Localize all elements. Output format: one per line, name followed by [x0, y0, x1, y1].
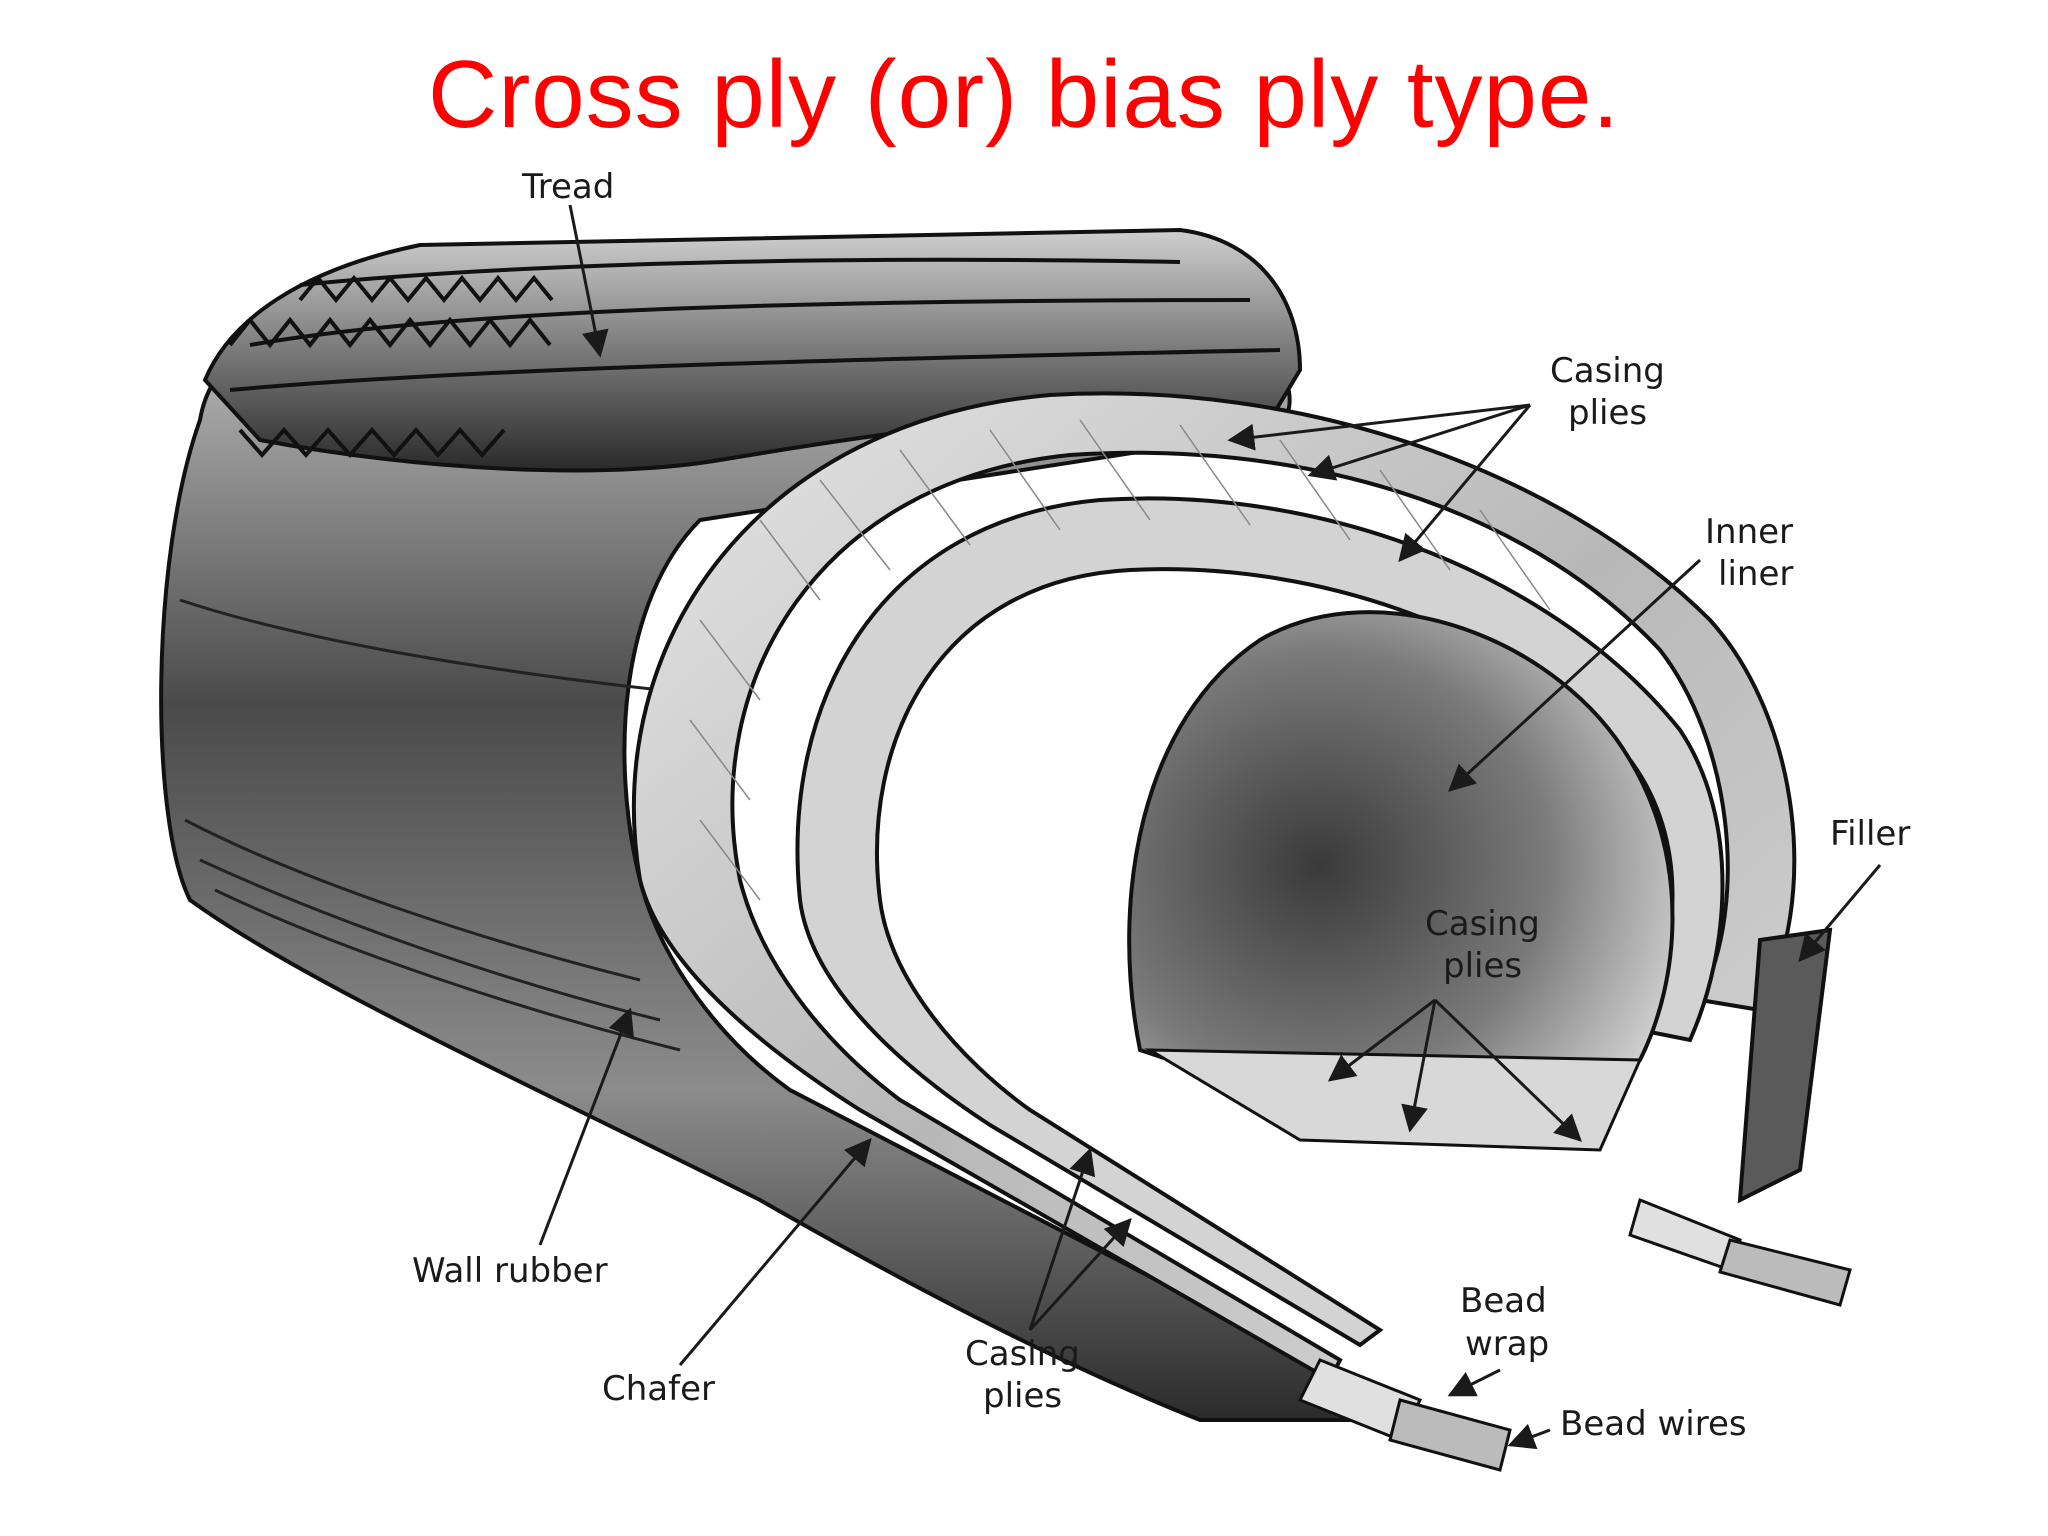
label-casing-plies-bottom-2: plies [983, 1376, 1062, 1416]
leader-lines [538, 204, 1882, 1450]
label-casing-plies-mid-1: Casing [1425, 904, 1540, 944]
label-bead-wrap-1: Bead [1460, 1281, 1547, 1321]
leader-casing-top-c [1398, 404, 1532, 563]
leader-casing-top-b [1307, 403, 1531, 481]
label-bead-wrap-2: wrap [1465, 1324, 1549, 1364]
leader-casing-mid-c [1433, 998, 1582, 1142]
label-tread: Tread [521, 167, 614, 207]
leader-casing-mid-b [1401, 999, 1437, 1133]
leader-casing-mid-a [1327, 998, 1436, 1082]
label-bead-wires: Bead wires [1560, 1404, 1747, 1444]
leader-casing-top-a [1227, 403, 1531, 451]
casing-plies-bands [631, 391, 1797, 1383]
label-casing-plies-top-2: plies [1568, 393, 1647, 433]
inner-liner [1127, 610, 1675, 1152]
bead-wires-back [1718, 1238, 1852, 1307]
inner-cavity [1127, 610, 1675, 1123]
leader-bead-wrap [1447, 1368, 1501, 1397]
inner-liner-floor [1144, 1048, 1643, 1152]
tread-grooves [228, 257, 1281, 459]
outer-ply-band [631, 391, 1797, 1383]
bead-bundle-back [1628, 1197, 1852, 1307]
bead-bundle-front [1297, 1358, 1512, 1472]
label-wall-rubber: Wall rubber [412, 1251, 608, 1291]
label-inner-liner-2: liner [1718, 554, 1793, 594]
diagram-labels: Tread Casing plies Inner liner Filler Ca… [412, 167, 1910, 1444]
label-inner-liner-1: Inner [1705, 512, 1793, 552]
leader-casing-bottom-b [1028, 1218, 1132, 1332]
wall-rubber-shape [159, 317, 1353, 1422]
leader-filler [1798, 864, 1882, 963]
leader-bead-wires [1507, 1423, 1551, 1450]
label-casing-plies-bottom-1: Casing [965, 1334, 1080, 1374]
label-filler: Filler [1830, 814, 1910, 854]
label-chafer: Chafer [602, 1369, 715, 1409]
label-casing-plies-top-1: Casing [1550, 351, 1665, 391]
leader-wall-rubber [538, 1007, 634, 1246]
ply-cords [689, 419, 1551, 901]
bead-wires-front [1388, 1398, 1512, 1472]
diagram-title: Cross ply (or) bias ply type. [427, 41, 1620, 148]
leader-inner-liner [1448, 558, 1702, 792]
leader-tread [568, 204, 609, 358]
leader-chafer [678, 1137, 872, 1366]
leader-casing-bottom-a [1028, 1147, 1096, 1331]
label-casing-plies-mid-2: plies [1443, 946, 1522, 986]
